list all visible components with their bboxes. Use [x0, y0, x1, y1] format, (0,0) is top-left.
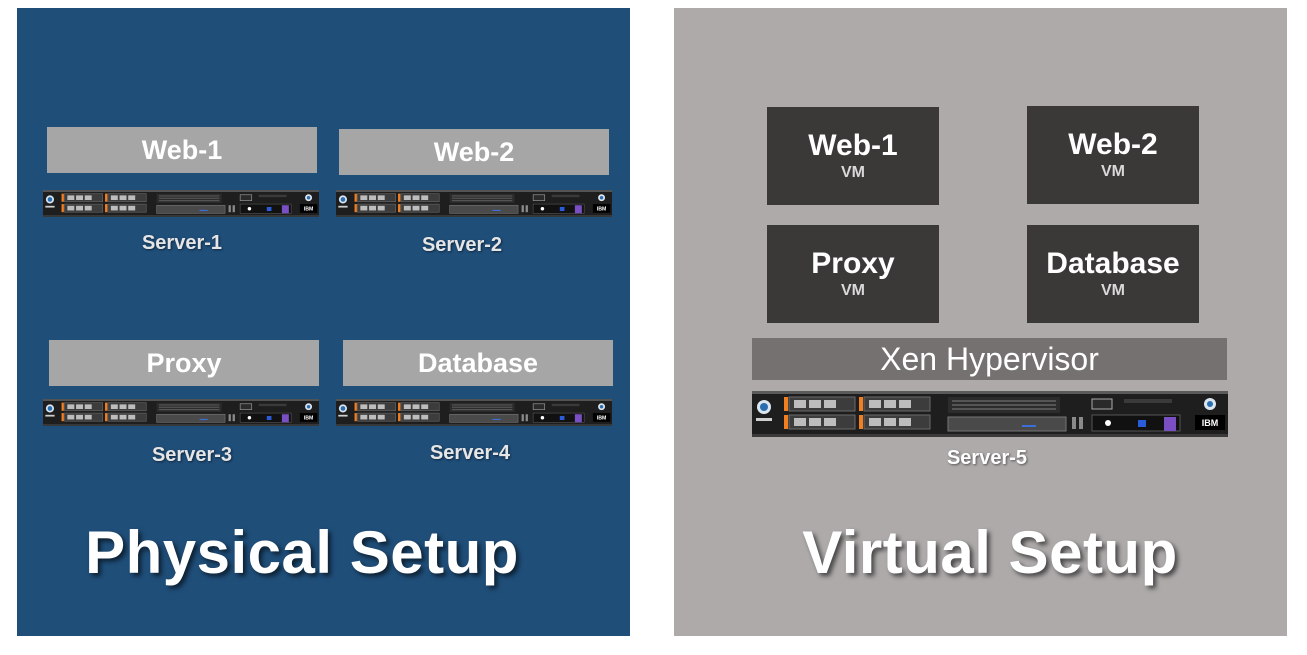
vm-box-database: Database VM — [1027, 225, 1199, 323]
vm-name: Web-2 — [1068, 128, 1158, 161]
vm-tag: VM — [841, 282, 865, 299]
server-name-3: Server-3 — [151, 444, 233, 466]
vm-name: Web-1 — [808, 129, 898, 162]
vm-box-proxy: Proxy VM — [767, 225, 939, 323]
vm-name: Database — [1046, 247, 1180, 280]
server-name-2: Server-2 — [421, 234, 503, 256]
virtual-setup-title: Virtual Setup — [802, 519, 1178, 586]
server-name-4: Server-4 — [429, 442, 511, 464]
server-name-5: Server-5 — [946, 447, 1028, 469]
app-label-database: Database — [343, 340, 613, 386]
rack-server-icon — [336, 399, 612, 426]
vm-tag: VM — [1101, 282, 1125, 299]
app-label-web-1: Web-1 — [47, 127, 317, 173]
vm-box-web-1: Web-1 VM — [767, 107, 939, 205]
vm-tag: VM — [1101, 163, 1125, 180]
physical-setup-panel — [17, 8, 630, 636]
rack-server-icon — [43, 399, 319, 426]
vm-name: Proxy — [811, 247, 895, 280]
hypervisor-bar: Xen Hypervisor — [752, 338, 1227, 380]
app-label-web-2: Web-2 — [339, 129, 609, 175]
server-name-1: Server-1 — [141, 232, 223, 254]
physical-setup-title: Physical Setup — [85, 519, 519, 586]
rack-server-icon — [43, 190, 319, 217]
app-label-proxy: Proxy — [49, 340, 319, 386]
vm-box-web-2: Web-2 VM — [1027, 106, 1199, 204]
rack-server-icon — [752, 391, 1228, 437]
rack-server-icon — [336, 190, 612, 217]
vm-tag: VM — [841, 164, 865, 181]
